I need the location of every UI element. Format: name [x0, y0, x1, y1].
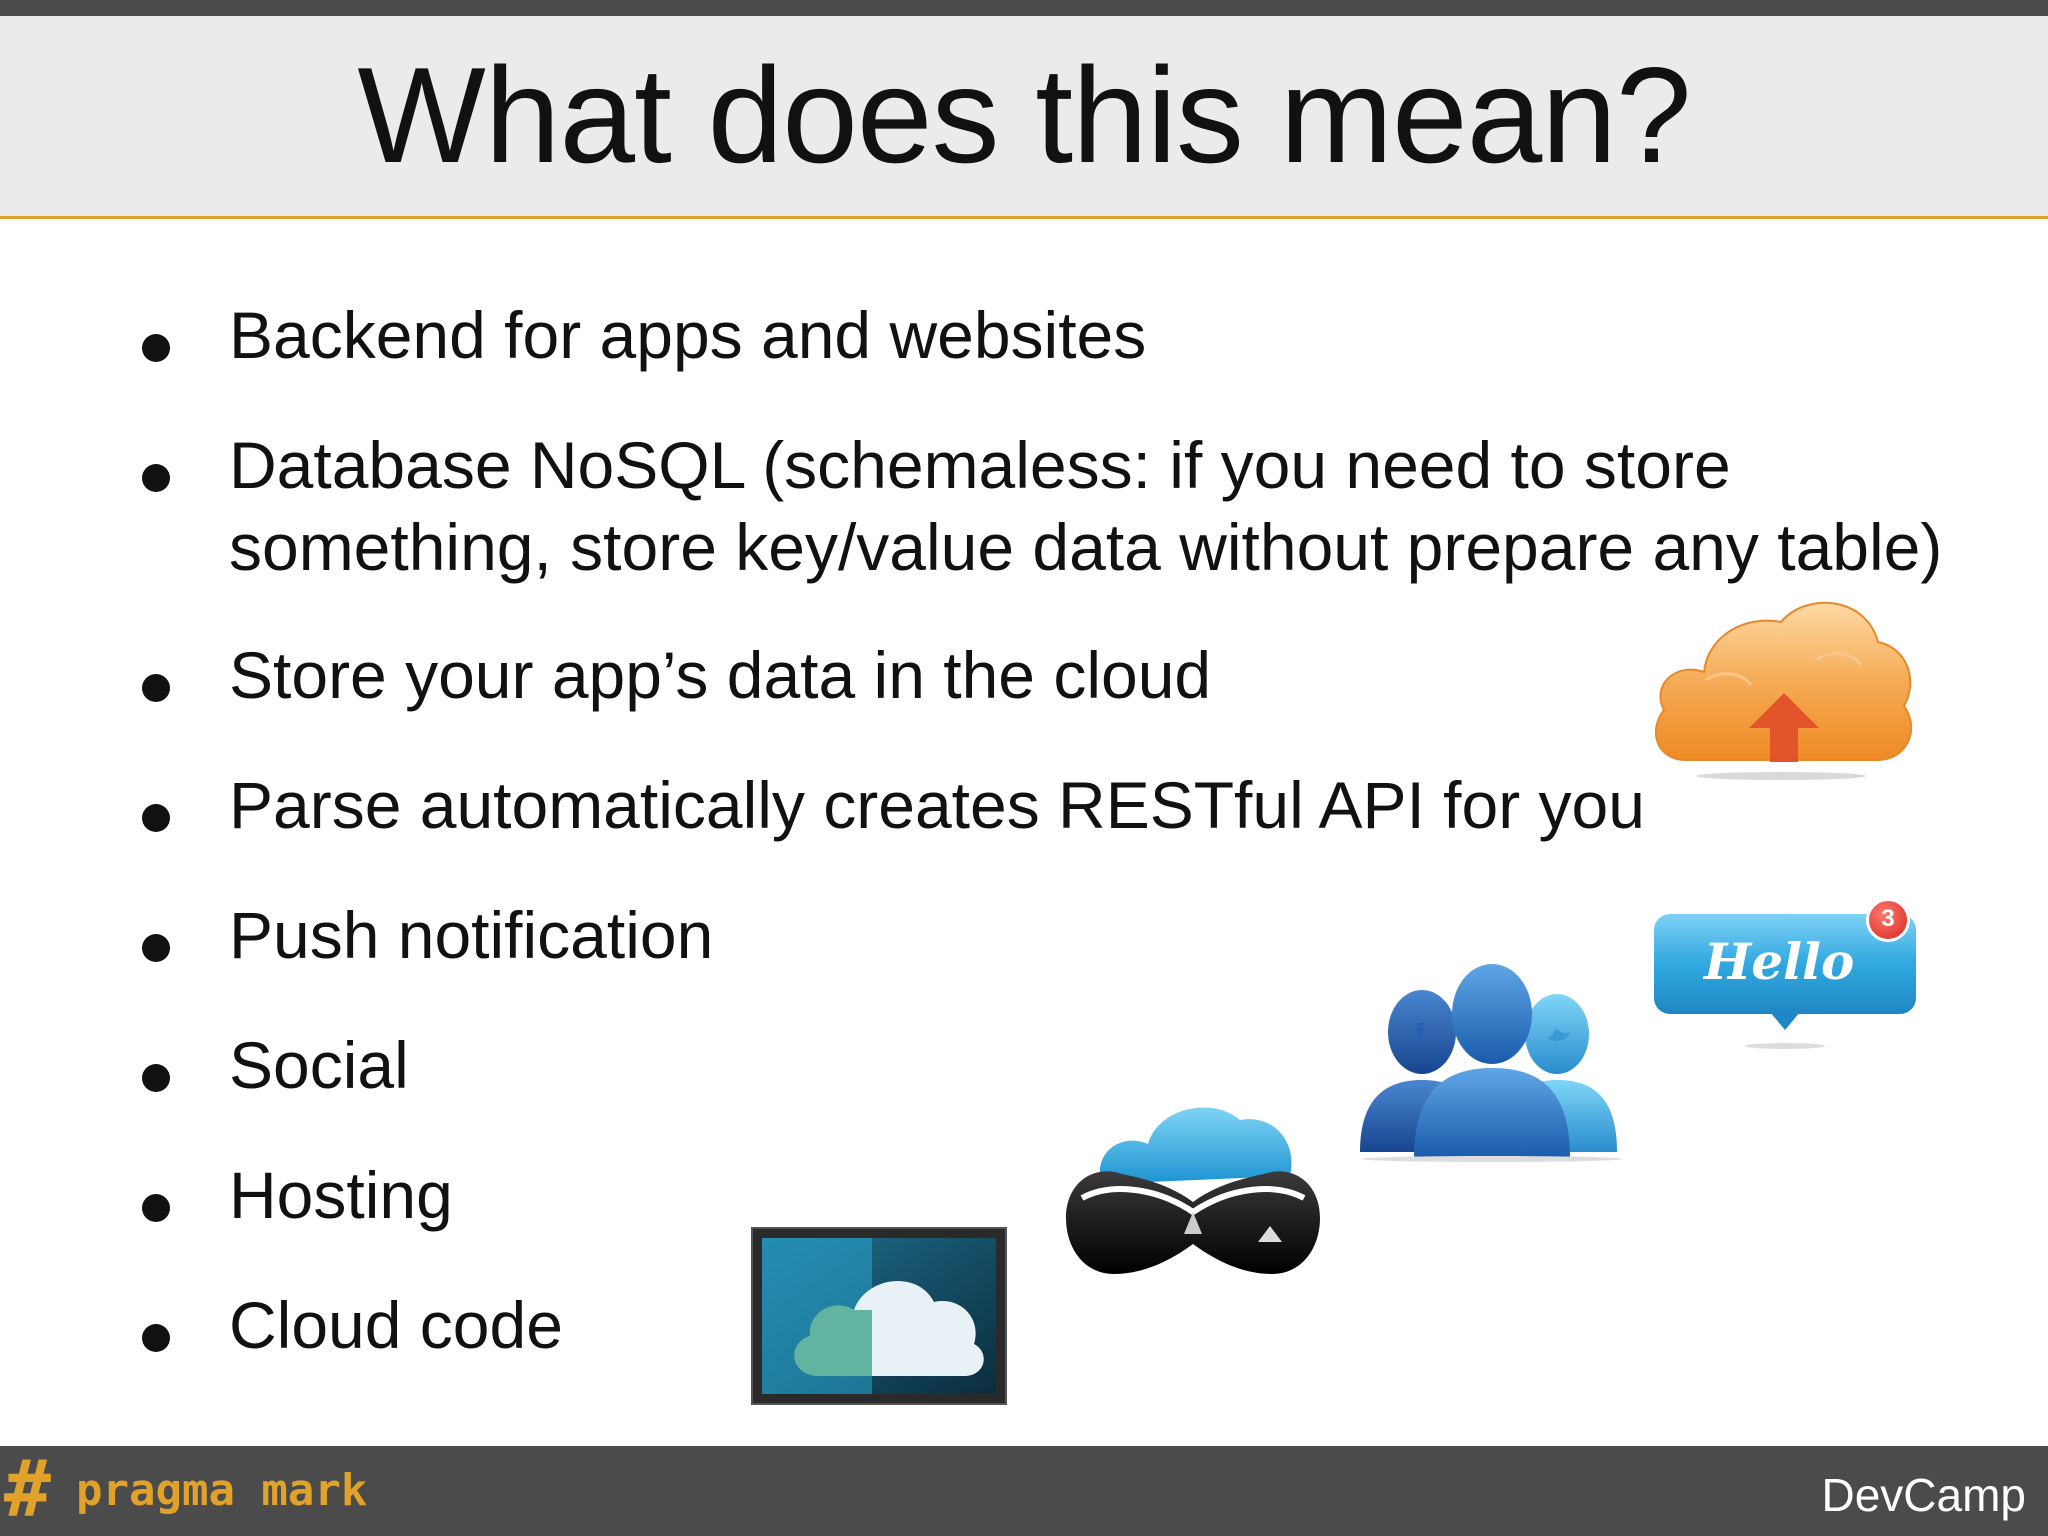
bullet-text: Parse automatically creates RESTful API … — [229, 768, 1645, 842]
bullet-text: Social — [229, 1028, 409, 1102]
bullet-list: Backend for apps and websites Database N… — [142, 298, 1942, 1362]
hosting-icon — [751, 1227, 1007, 1405]
bullet-text: Hosting — [229, 1158, 453, 1232]
social-users-icon: f — [1360, 964, 1622, 1162]
top-strip — [0, 0, 2048, 16]
svg-text:f: f — [1414, 1018, 1425, 1051]
bullet-dot — [142, 334, 170, 362]
footer-bar: # pragma mark DevCamp — [0, 1446, 2048, 1536]
bullet-text: Database NoSQL (schemaless: if you need … — [229, 424, 1942, 588]
cloud-api-icon — [1066, 1107, 1320, 1274]
bullet-text-line: something, store key/value data without … — [229, 510, 1943, 584]
push-bubble-text: Hello — [1704, 932, 1855, 991]
footer-brand: pragma mark — [76, 1465, 368, 1516]
cloud-upload-icon — [1655, 601, 1913, 780]
notification-badge-count: 3 — [1881, 905, 1895, 932]
bullet-text: Push notification — [229, 898, 714, 972]
bullet-text-line: Database NoSQL (schemaless: if you need … — [229, 428, 1731, 502]
title-band — [0, 16, 2048, 219]
bullet-text: Backend for apps and websites — [229, 298, 1147, 372]
bullet-dot — [142, 464, 170, 492]
bullet-dot — [142, 1324, 170, 1352]
slide-title: What does this mean? — [357, 39, 1691, 191]
bullet-text: Cloud code — [229, 1288, 563, 1362]
bullet-dot — [142, 1194, 170, 1222]
bullet-dot — [142, 934, 170, 962]
bullet-dot — [142, 674, 170, 702]
bullet-dot — [142, 804, 170, 832]
bullet-dot — [142, 1064, 170, 1092]
footer-event: DevCamp — [1821, 1469, 2026, 1521]
push-notification-icon — [1654, 914, 1916, 1049]
bullet-text: Store your app’s data in the cloud — [229, 638, 1212, 712]
notification-badge — [1866, 898, 1910, 942]
hashtag-icon: # — [4, 1445, 51, 1535]
